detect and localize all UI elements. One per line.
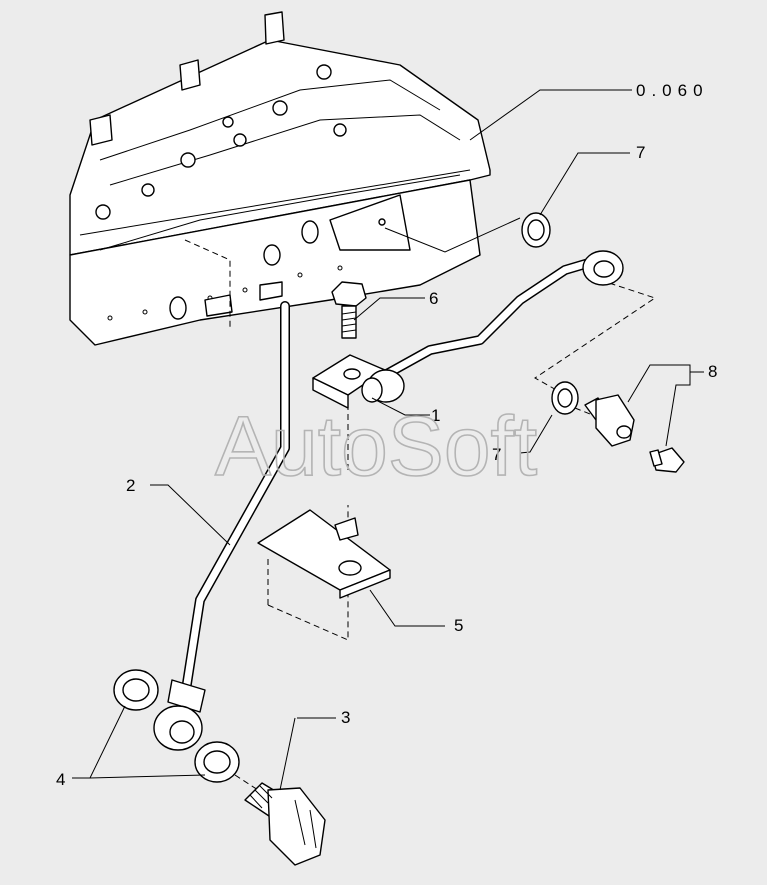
- bolt-6: [331, 281, 367, 339]
- callout-6: 6: [429, 289, 438, 308]
- callout-1: 1: [431, 406, 440, 425]
- callout-5: 5: [454, 616, 463, 635]
- callout-ref-group: 0.060: [636, 81, 709, 100]
- bracket-5: [257, 509, 391, 599]
- leader-lines: [72, 89, 704, 791]
- callout-7-top: 7: [636, 143, 645, 162]
- callout-labels: 0.060 7 6 1 8 7 2 5 3 4: [56, 81, 717, 789]
- oil-pipe-2: [153, 301, 290, 751]
- callout-4: 4: [56, 770, 65, 789]
- engine-block: [69, 11, 491, 346]
- callout-8: 8: [708, 362, 717, 381]
- banjo-bolt-3: [244, 782, 326, 866]
- callout-2: 2: [126, 476, 135, 495]
- sealing-washers-4: [113, 669, 240, 783]
- oil-pipe-1: [312, 250, 624, 409]
- alignment-lines: [184, 239, 657, 791]
- watermark-text: AutoSoft: [215, 399, 537, 493]
- callout-7-lower: 7: [492, 445, 501, 464]
- union-fitting-8: [584, 394, 685, 473]
- sealing-washers-7: [521, 212, 579, 415]
- callout-3: 3: [341, 708, 350, 727]
